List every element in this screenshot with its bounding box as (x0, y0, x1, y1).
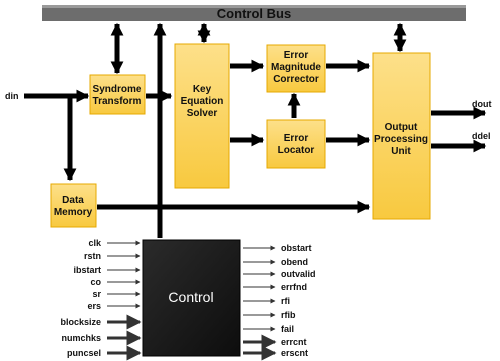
svg-text:Data: Data (62, 195, 84, 206)
svg-text:Magnitude: Magnitude (271, 62, 321, 73)
input-signal-label: ibstart (73, 265, 101, 275)
output-signal-label: rfi (281, 296, 290, 306)
error-magnitude-corrector-block: Error Magnitude Corrector (266, 44, 326, 93)
output-signal-label: fail (281, 324, 294, 334)
svg-text:Control: Control (168, 289, 213, 305)
syndrome-transform-block: Syndrome Transform (89, 74, 146, 115)
output-signal-label: erscnt (281, 348, 308, 358)
input-signal-label: clk (88, 238, 102, 248)
svg-text:Error: Error (284, 50, 309, 61)
key-equation-solver-block: Key Equation Solver (174, 43, 230, 189)
data-paths (24, 59, 487, 214)
error-locator-block: Error Locator (266, 119, 326, 169)
dout-label: dout (472, 99, 492, 109)
svg-text:Equation: Equation (181, 96, 224, 107)
svg-text:Error: Error (284, 133, 309, 144)
svg-text:Memory: Memory (54, 207, 93, 218)
din-label: din (5, 91, 19, 101)
control-block: Control (142, 239, 241, 357)
svg-text:Processing: Processing (374, 134, 428, 145)
input-signal-label: ers (87, 301, 101, 311)
input-signal-label: sr (92, 289, 101, 299)
input-signal-label: puncsel (67, 348, 101, 358)
svg-text:Unit: Unit (391, 146, 411, 157)
input-signal-label: numchks (61, 333, 101, 343)
control-bus-label: Control Bus (217, 6, 291, 21)
control-bus: Control Bus (42, 5, 466, 21)
output-signal-label: obend (281, 257, 308, 267)
svg-text:Output: Output (385, 122, 418, 133)
svg-text:Solver: Solver (187, 108, 218, 119)
output-signal-label: rfib (281, 310, 296, 320)
control-inputs: clk rstn ibstart co sr ers blocksize numchks pun… (60, 238, 142, 361)
svg-text:Transform: Transform (93, 96, 142, 107)
output-signal-label: obstart (281, 243, 312, 253)
output-signal-label: errfnd (281, 282, 307, 292)
output-signal-label: errcnt (281, 337, 307, 347)
data-memory-block: Data Memory (50, 183, 97, 228)
svg-text:Corrector: Corrector (273, 74, 319, 85)
output-signal-label: outvalid (281, 269, 316, 279)
input-signal-label: blocksize (60, 317, 101, 327)
svg-text:Key: Key (193, 84, 212, 95)
ddel-label: ddel (472, 131, 491, 141)
control-outputs: obstart obend outvalid errfnd rfi rfib fail err… (243, 243, 316, 361)
bus-connections (110, 22, 407, 238)
svg-text:Syndrome: Syndrome (93, 84, 142, 95)
input-signal-label: rstn (84, 251, 101, 261)
svg-text:Locator: Locator (278, 145, 315, 156)
input-signal-label: co (90, 277, 101, 287)
output-processing-unit-block: Output Processing Unit (372, 52, 431, 220)
